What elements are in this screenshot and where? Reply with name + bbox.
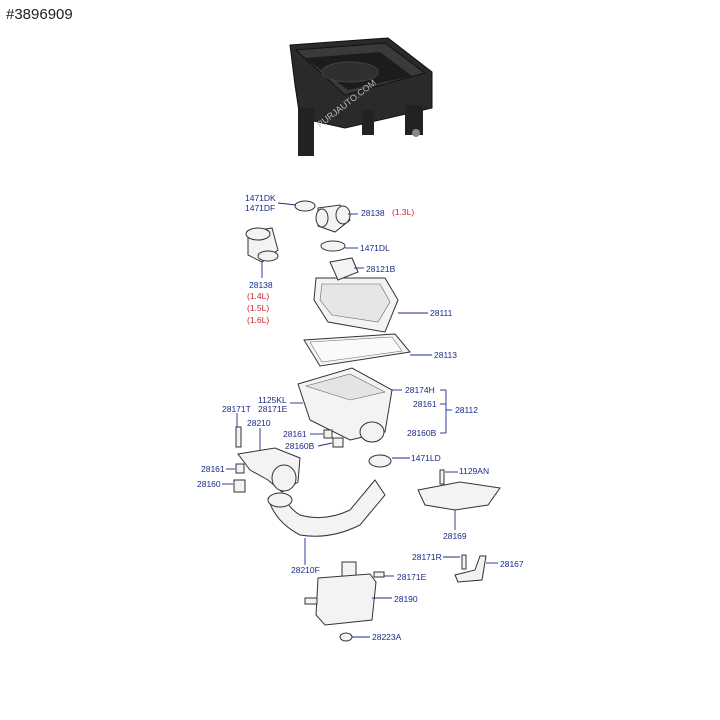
label-1-5L: (1.5L)	[247, 303, 270, 313]
label-28160B-mid: 28160B	[285, 441, 315, 451]
clamp-1471LD	[368, 454, 392, 468]
air-cleaner-body-28112	[297, 367, 393, 443]
label-28161-left: 28161	[201, 464, 225, 474]
resonator-duct-28210	[237, 447, 301, 493]
label-28160: 28160	[197, 479, 221, 489]
label-28138-left: 28138	[249, 280, 273, 290]
bolt-28171T	[235, 426, 242, 448]
intake-hose-13L	[315, 204, 351, 233]
label-1471DK: 1471DK	[245, 193, 276, 203]
label-1125KL: 1125KL	[258, 395, 287, 405]
label-28113: 28113	[434, 350, 458, 360]
bushing-28160B-mid	[332, 437, 344, 448]
bushing-28161-left	[235, 463, 245, 474]
label-28111: 28111	[430, 308, 453, 318]
bushing-28160	[233, 479, 246, 493]
drain-cap-28223A	[339, 632, 353, 642]
label-28112: 28112	[455, 405, 479, 415]
label-1-4L: (1.4L)	[247, 291, 270, 301]
label-28171T: 28171T	[222, 404, 251, 414]
air-cleaner-cover-28111	[313, 257, 399, 333]
label-28210: 28210	[247, 418, 271, 428]
label-28171E-a: 28171E	[258, 404, 288, 414]
bracket-28167	[454, 554, 487, 583]
label-28190: 28190	[394, 594, 418, 604]
label-28138-top: 28138	[361, 208, 385, 218]
hose-clamp-1471DK	[294, 200, 316, 212]
bracket-28169	[417, 469, 501, 511]
label-28171E-b: 28171E	[397, 572, 427, 582]
air-cleaner-housing-photo: PURJAUTO.COM	[289, 37, 433, 156]
label-28161-mid: 28161	[283, 429, 307, 439]
hose-clamp-1471DL	[320, 240, 346, 252]
label-28210F: 28210F	[291, 565, 320, 575]
label-28174H: 28174H	[405, 385, 435, 395]
reference-number: #3896909	[6, 6, 73, 23]
leader-lines	[222, 202, 498, 638]
label-1471DL: 1471DL	[360, 243, 390, 253]
label-28167: 28167	[500, 559, 524, 569]
label-1471DF: 1471DF	[245, 203, 276, 213]
label-1129AN: 1129AN	[459, 466, 490, 476]
intake-hose-14-16L	[245, 227, 279, 263]
label-28160B-right: 28160B	[407, 428, 437, 438]
label-28171R: 28171R	[412, 552, 442, 562]
label-1-3L: (1.3L)	[392, 207, 415, 217]
air-duct-28210F	[267, 479, 386, 537]
bolt-28161-mid	[323, 429, 333, 439]
resonator-28190	[304, 561, 385, 626]
label-1471LD: 1471LD	[411, 453, 441, 463]
filter-element-28113	[303, 333, 411, 367]
label-28161-right: 28161	[413, 399, 437, 409]
label-28223A: 28223A	[372, 632, 402, 642]
label-28169: 28169	[443, 531, 467, 541]
label-28121B: 28121B	[366, 264, 396, 274]
label-1-6L: (1.6L)	[247, 315, 270, 325]
